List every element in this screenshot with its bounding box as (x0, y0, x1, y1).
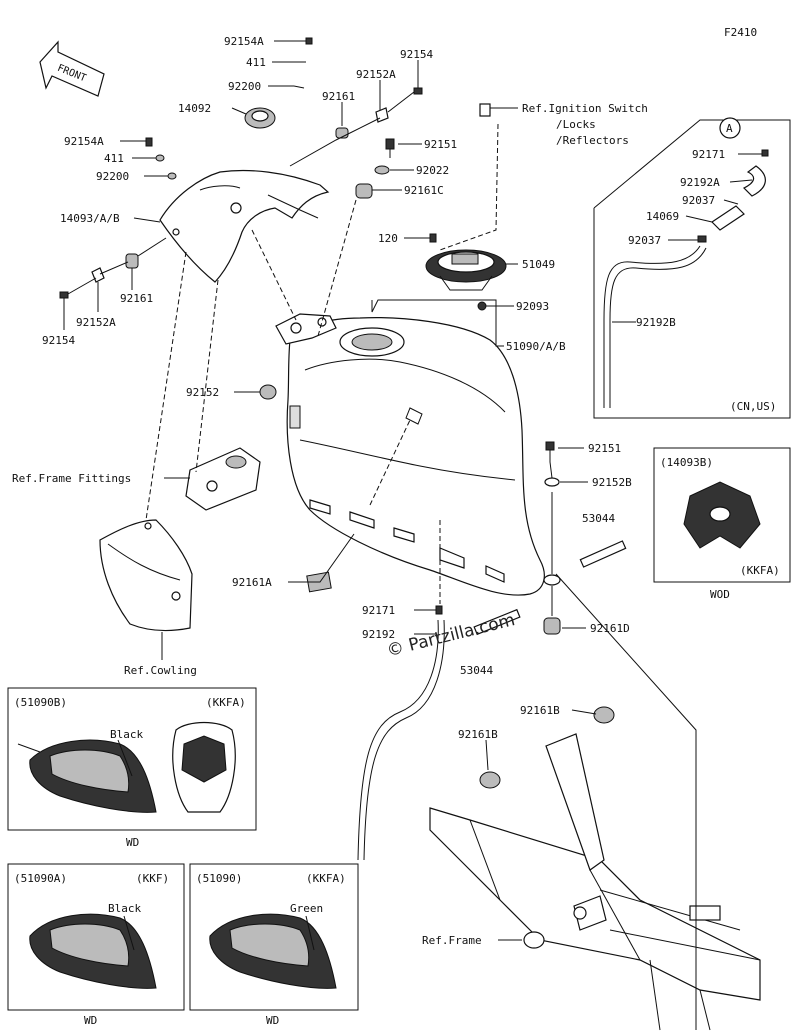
label-51090AB: 51090/A/B (506, 340, 566, 353)
inset-51090-part: (51090) (196, 872, 242, 885)
label-92171-inset: 92171 (692, 148, 725, 161)
label-92152B: 92152B (592, 476, 632, 489)
label-92161D: 92161D (590, 622, 630, 635)
fasteners-right (543, 441, 561, 635)
frame-fittings (185, 447, 261, 511)
fasteners-mid-top (355, 138, 395, 199)
label-411-left: 411 (104, 152, 124, 165)
label-92161B-right: 92161B (520, 704, 560, 717)
frame-ref (429, 573, 761, 1031)
tube-53044-right (579, 540, 627, 568)
inset-14093B-model: (KKFA) (740, 564, 780, 577)
fasteners-left (59, 137, 177, 299)
inset-51090B-model: (KKFA) (206, 696, 246, 709)
tank-cover-14093 (159, 169, 330, 283)
label-92093: 92093 (516, 300, 549, 313)
tube-53044-mid (473, 608, 521, 636)
inset-14093B: (14093B) (KKFA) WOD (653, 447, 791, 601)
cap-14092 (244, 107, 276, 129)
figure-code: F2410 (724, 26, 757, 39)
label-92161C: 92161C (404, 184, 444, 197)
label-92192-mid: 92192 (362, 628, 395, 641)
label-ref-ignition-3: /Reflectors (556, 134, 629, 147)
label-92200-left: 92200 (96, 170, 129, 183)
label-92152A-left: 92152A (76, 316, 116, 329)
watermark: © Partzilla.com (385, 610, 517, 661)
label-ref-frame: Ref.Frame (422, 934, 482, 947)
label-92161A: 92161A (232, 576, 272, 589)
label-ref-frame-fittings: Ref.Frame Fittings (12, 472, 131, 485)
inset-51090A-color: Black (108, 902, 141, 915)
inset-51090A-part: (51090A) (14, 872, 67, 885)
inset-51090-footer: WD (266, 1014, 279, 1027)
label-92161-top: 92161 (322, 90, 355, 103)
label-92192A: 92192A (680, 176, 720, 189)
label-92154A-top: 92154A (224, 35, 264, 48)
label-51049: 51049 (522, 258, 555, 271)
ignition-bolt (479, 103, 491, 117)
label-92152A-top: 92152A (356, 68, 396, 81)
inset-canister: A 92171 92192A 92037 14069 92037 92192B … (593, 117, 791, 419)
inset-51090: (51090) (KKFA) Green WD (189, 863, 359, 1027)
inset-14093B-footer: WOD (710, 588, 730, 601)
label-92192B: 92192B (636, 316, 676, 329)
fuel-tank-51090 (286, 317, 545, 596)
inset-51090B-footer: WD (126, 836, 139, 849)
inset-51090B-part: (51090B) (14, 696, 67, 709)
label-53044-mid: 53044 (460, 664, 493, 677)
inset-51090A-footer: WD (84, 1014, 97, 1027)
label-ref-cowling: Ref.Cowling (124, 664, 197, 677)
label-53044-right: 53044 (582, 512, 615, 525)
label-92037-b: 92037 (628, 234, 661, 247)
label-92152: 92152 (186, 386, 219, 399)
label-14093AB: 14093/A/B (60, 212, 120, 225)
cowling-ref (99, 519, 193, 632)
label-14069: 14069 (646, 210, 679, 223)
label-92161-left: 92161 (120, 292, 153, 305)
label-92154-top: 92154 (400, 48, 433, 61)
label-92151-mid: 92151 (588, 442, 621, 455)
label-92161B-left: 92161B (458, 728, 498, 741)
inset-51090A-model: (KKF) (136, 872, 169, 885)
leader-lines (63, 40, 597, 941)
region-cn-us: (CN,US) (730, 400, 776, 413)
label-92022: 92022 (416, 164, 449, 177)
inset-14093B-part: (14093B) (660, 456, 713, 469)
label-92151-top: 92151 (424, 138, 457, 151)
label-ref-ignition-2: /Locks (556, 118, 596, 131)
fasteners-top (289, 37, 423, 167)
inset-51090B-color: Black (110, 728, 143, 741)
label-14092: 14092 (178, 102, 211, 115)
grommet-92152 (259, 384, 277, 400)
label-92154A-left: 92154A (64, 135, 104, 148)
label-ref-ignition-1: Ref.Ignition Switch (522, 102, 648, 115)
label-411-top: 411 (246, 56, 266, 69)
label-92154-left: 92154 (42, 334, 75, 347)
inset-51090A: (51090A) (KKF) Black WD (7, 863, 185, 1027)
label-92037-a: 92037 (682, 194, 715, 207)
inset-51090-color: Green (290, 902, 323, 915)
label-92171-mid: 92171 (362, 604, 395, 617)
label-120: 120 (378, 232, 398, 245)
inset-51090-model: (KKFA) (306, 872, 346, 885)
filler-cap-51049 (425, 233, 507, 311)
tank-bracket (275, 313, 337, 345)
label-92200-top: 92200 (228, 80, 261, 93)
circle-label-a: A (726, 122, 733, 135)
inset-51090B: (51090B) (KKFA) Black WD (7, 687, 257, 849)
front-arrow-icon: FRONT (39, 40, 105, 97)
